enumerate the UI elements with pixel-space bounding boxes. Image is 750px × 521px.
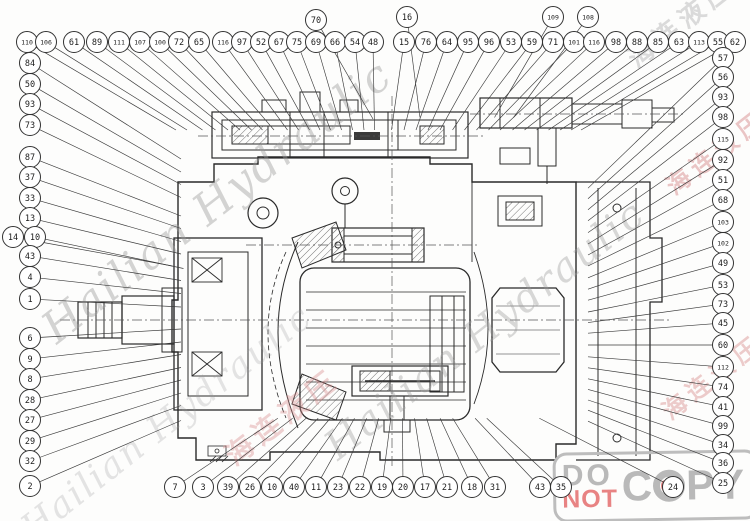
- do-not-copy-stamp: DO NOT C PY: [552, 449, 750, 521]
- misc-section-lines: [471, 182, 489, 405]
- bearing-crosshatch: [191, 257, 223, 377]
- journal-circles: [247, 177, 359, 229]
- drive-shaft: [77, 287, 183, 353]
- copyright-ring-icon: [652, 469, 686, 503]
- top-control-valve: [211, 91, 469, 159]
- front-cover: [173, 237, 263, 411]
- gland-nut: [491, 287, 565, 373]
- stamp-letter-c: C: [621, 462, 653, 510]
- stamp-letters-py: PY: [685, 460, 747, 509]
- stamp-word-not: NOT: [561, 485, 619, 515]
- internal-port-block: [497, 195, 543, 227]
- centerlines: [60, 96, 686, 468]
- top-right-valve: [479, 97, 675, 184]
- right-end-cover: [576, 181, 663, 461]
- bottom-valve: [351, 365, 449, 433]
